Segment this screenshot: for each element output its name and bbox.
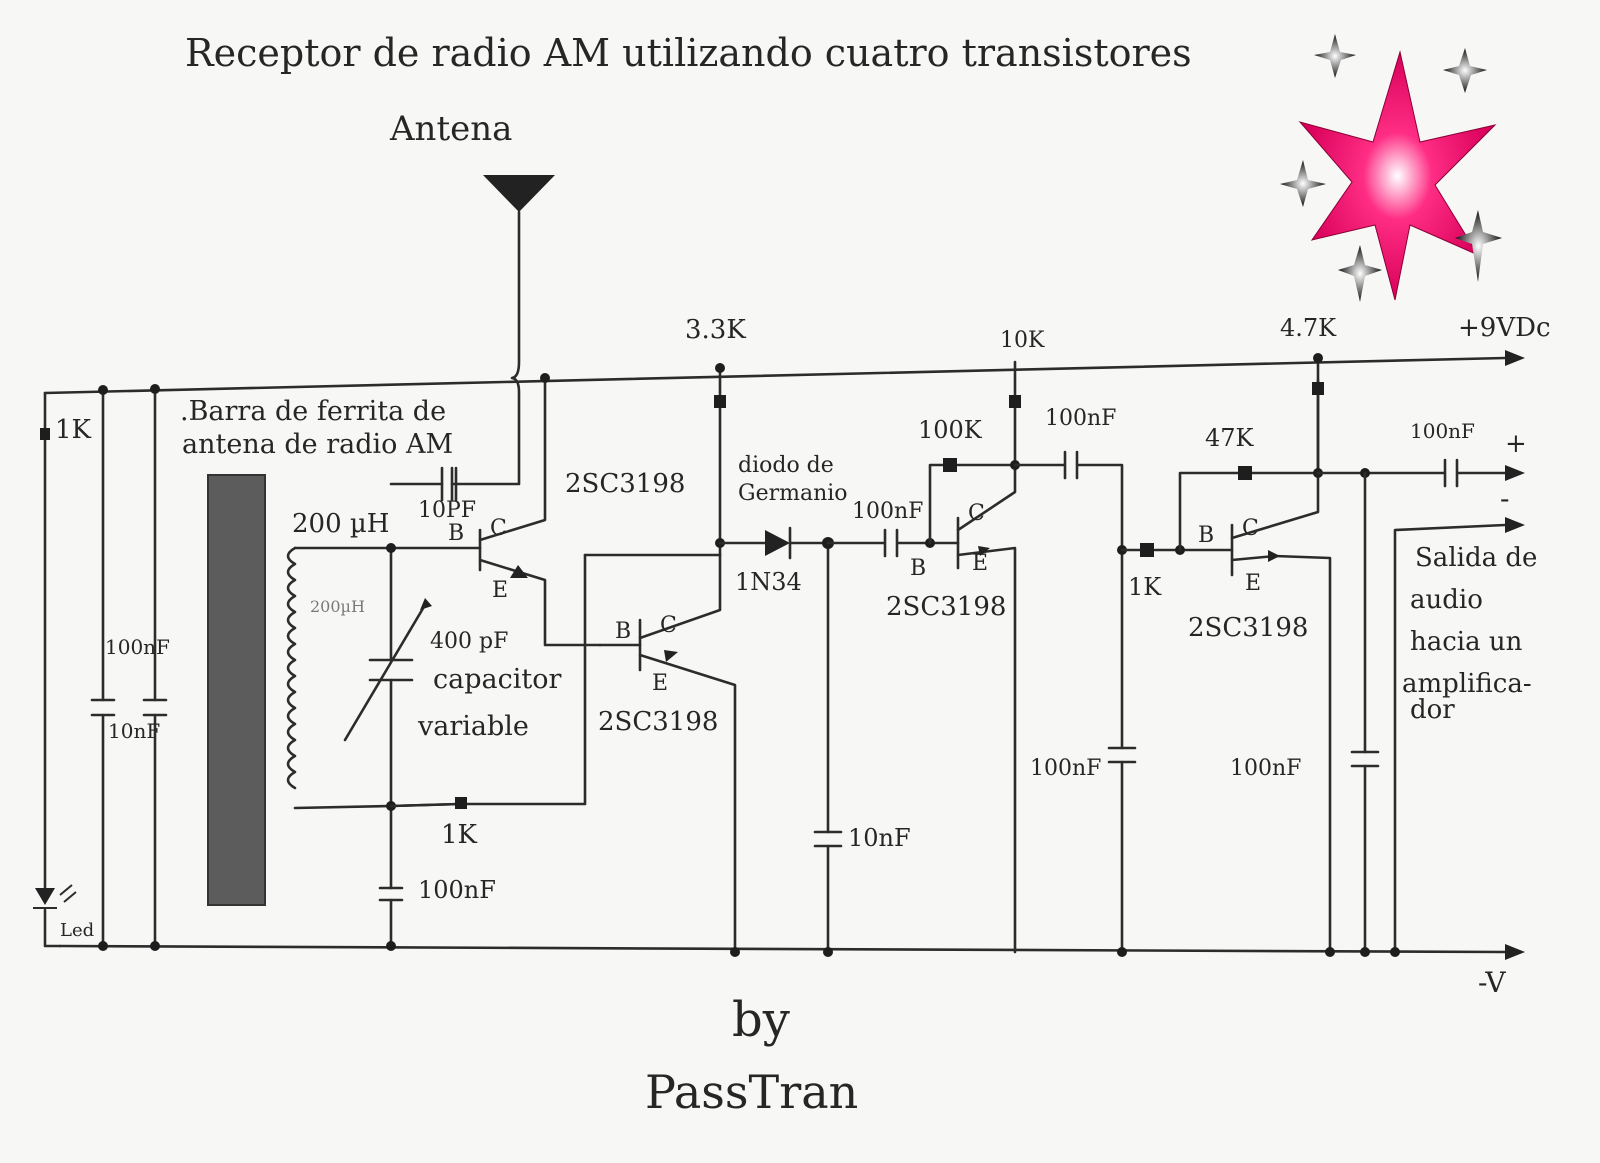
c-input-label: 100nF xyxy=(852,499,923,524)
diode-desc-2: Germanio xyxy=(738,481,848,506)
positive-rail-arrow xyxy=(1505,350,1525,366)
q4-part-label: 2SC3198 xyxy=(1188,613,1308,643)
resistor-3-3k xyxy=(714,395,726,408)
r-4-7k-label: 4.7K xyxy=(1280,314,1337,342)
resistor-1k-coupling xyxy=(1140,543,1154,557)
led-label: Led xyxy=(60,920,94,941)
led-symbol xyxy=(35,888,55,905)
signature-by: by xyxy=(732,992,790,1048)
diode-desc-1: diodo de xyxy=(738,453,834,478)
inductor-faint-label: 200µH xyxy=(310,597,365,616)
svg-text:B: B xyxy=(615,619,631,644)
resistor-4-7k xyxy=(1312,382,1324,395)
c-stage4-label: 100nF xyxy=(1230,756,1301,781)
negative-rail xyxy=(58,944,1507,954)
audio-out-5: dor xyxy=(1410,695,1455,725)
small-star-4 xyxy=(1455,210,1502,282)
r-47k-label: 47K xyxy=(1205,424,1255,452)
c-output-label: 100nF xyxy=(1410,419,1475,443)
var-cap-label-1: capacitor xyxy=(433,664,561,695)
var-cap-label-2: variable xyxy=(417,711,529,742)
star-decoration xyxy=(1280,34,1502,302)
resistor-47k xyxy=(1238,466,1252,480)
neg-rail-label: -V xyxy=(1478,966,1506,999)
audio-out-1: Salida de xyxy=(1415,543,1537,573)
diode-symbol xyxy=(765,530,790,556)
q2-part-label: 2SC3198 xyxy=(598,707,718,737)
transistor-q4: B C E 2SC3198 xyxy=(1178,378,1332,954)
svg-text:C: C xyxy=(490,516,507,541)
large-pink-star xyxy=(1298,50,1497,301)
svg-text:C: C xyxy=(1242,516,1259,541)
ferrite-bar xyxy=(207,474,266,906)
transistor-q1: B C E 2SC3198 xyxy=(448,373,685,647)
negative-rail-arrow xyxy=(1505,944,1525,960)
svg-text:E: E xyxy=(492,578,508,603)
plus-label: + xyxy=(1505,429,1527,459)
ferrite-label-2: antena de radio AM xyxy=(182,429,453,460)
q3-part-label: 2SC3198 xyxy=(886,592,1006,622)
c-supply2-label: 10nF xyxy=(108,719,160,743)
antenna-wire xyxy=(450,210,521,486)
c-feedback-label: 10PF xyxy=(418,498,476,523)
audio-out-3: hacia un xyxy=(1410,627,1523,657)
svg-text:E: E xyxy=(972,551,988,576)
page-title: Receptor de radio AM utilizando cuatro t… xyxy=(185,31,1192,75)
svg-text:C: C xyxy=(968,501,985,526)
svg-text:E: E xyxy=(652,671,668,696)
var-cap-value-label: 400 pF xyxy=(430,629,508,654)
ferrite-label-1: .Barra de ferrita de xyxy=(180,396,446,427)
led-branch-wire xyxy=(43,391,62,948)
svg-text:B: B xyxy=(448,521,464,546)
inductor-coil xyxy=(286,546,297,790)
diode-part-label: 1N34 xyxy=(735,568,802,596)
q1-part-label: 2SC3198 xyxy=(565,469,685,499)
resistor-led xyxy=(40,428,50,440)
signature-name: PassTran xyxy=(645,1065,858,1119)
small-star-5 xyxy=(1338,245,1382,302)
transistor-q2: B C E 2SC3198 xyxy=(583,553,737,954)
c-supply1-label: 100nF xyxy=(105,635,170,659)
r-10k-label: 10K xyxy=(1000,328,1045,353)
svg-text:B: B xyxy=(1198,523,1214,548)
c-bias-label: 100nF xyxy=(418,876,496,904)
r-led-label: 1K xyxy=(55,415,92,445)
minus-label: - xyxy=(1500,482,1509,515)
small-star-2 xyxy=(1443,48,1487,93)
r-100k-label: 100K xyxy=(918,416,983,444)
c-stage3-label: 100nF xyxy=(1030,756,1101,781)
pos-rail-label: +9VDc xyxy=(1458,313,1551,343)
antenna-symbol xyxy=(483,175,555,212)
svg-text:C: C xyxy=(660,613,677,638)
small-star-3 xyxy=(1280,160,1326,207)
r-3-3k-label: 3.3K xyxy=(685,315,746,345)
svg-text:B: B xyxy=(910,556,926,581)
audio-out-2: audio xyxy=(1410,585,1483,615)
inductor-label: 200 µH xyxy=(292,509,389,539)
c-coupling-label: 100nF xyxy=(1045,406,1116,431)
transistor-q3: B C E 2SC3198 xyxy=(886,468,1017,954)
positive-rail xyxy=(43,356,1507,395)
antenna-label: Antena xyxy=(389,109,512,149)
r-1k-bias-label: 1K xyxy=(441,820,478,850)
resistor-10k xyxy=(1009,395,1021,408)
audio-out-4: amplifica- xyxy=(1402,669,1532,699)
svg-text:E: E xyxy=(1245,571,1261,596)
r-1k-coupling-label: 1K xyxy=(1128,573,1162,601)
resistor-1k-bias xyxy=(455,797,467,809)
c-detector-label: 10nF xyxy=(848,824,911,852)
small-star-1 xyxy=(1314,34,1356,78)
resistor-100k xyxy=(943,458,957,472)
